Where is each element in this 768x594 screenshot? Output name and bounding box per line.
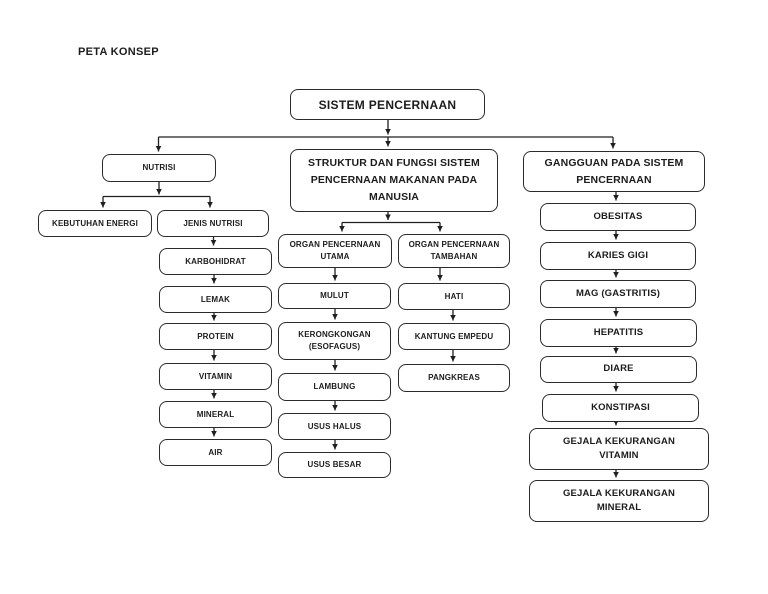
node-nutrisi: NUTRISI <box>102 154 216 182</box>
node-gejala-kekurangan-mineral: GEJALA KEKURANGAN MINERAL <box>529 480 709 522</box>
page-title: PETA KONSEP <box>78 46 159 58</box>
node-obesitas: OBESITAS <box>540 203 696 231</box>
node-organ-pencernaan-tambahan: ORGAN PENCERNAAN TAMBAHAN <box>398 234 510 268</box>
node-jenis-nutrisi: JENIS NUTRISI <box>157 210 269 237</box>
node-lemak: LEMAK <box>159 286 272 313</box>
node-kantung-empedu: KANTUNG EMPEDU <box>398 323 510 350</box>
node-usus-besar: USUS BESAR <box>278 452 391 478</box>
node-usus-halus: USUS HALUS <box>278 413 391 440</box>
node-hepatitis: HEPATITIS <box>540 319 697 347</box>
node-gangguan: GANGGUAN PADA SISTEM PENCERNAAN <box>523 151 705 192</box>
node-struktur-dan-fungsi: STRUKTUR DAN FUNGSI SISTEM PENCERNAAN MA… <box>290 149 498 212</box>
node-gejala-kekurangan-vitamin: GEJALA KEKURANGAN VITAMIN <box>529 428 709 470</box>
node-vitamin: VITAMIN <box>159 363 272 390</box>
node-organ-pencernaan-utama: ORGAN PENCERNAAN UTAMA <box>278 234 392 268</box>
node-hati: HATI <box>398 283 510 310</box>
node-air: AIR <box>159 439 272 466</box>
node-mineral: MINERAL <box>159 401 272 428</box>
node-lambung: LAMBUNG <box>278 373 391 401</box>
node-kerongkongan: KERONGKONGAN (ESOFAGUS) <box>278 322 391 360</box>
node-diare: DIARE <box>540 356 697 383</box>
node-kebutuhan-energi: KEBUTUHAN ENERGI <box>38 210 152 237</box>
node-karbohidrat: KARBOHIDRAT <box>159 248 272 275</box>
node-karies-gigi: KARIES GIGI <box>540 242 696 270</box>
node-protein: PROTEIN <box>159 323 272 350</box>
node-sistem-pencernaan: SISTEM PENCERNAAN <box>290 89 485 120</box>
node-mag-gastritis: MAG (GASTRITIS) <box>540 280 696 308</box>
node-mulut: MULUT <box>278 283 391 309</box>
node-konstipasi: KONSTIPASI <box>542 394 699 422</box>
node-pangkreas: PANGKREAS <box>398 364 510 392</box>
